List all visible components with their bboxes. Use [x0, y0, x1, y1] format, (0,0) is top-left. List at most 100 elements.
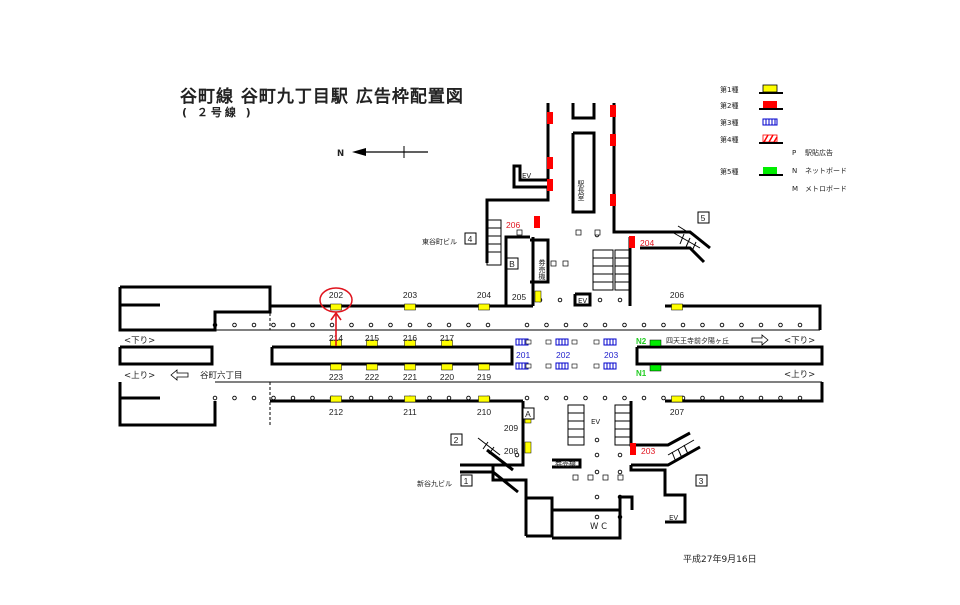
ad-label-217: 217 — [440, 333, 454, 343]
ad-221[interactable] — [404, 363, 416, 371]
pillar — [597, 297, 603, 303]
svg-text:5: 5 — [701, 213, 706, 223]
pillar — [594, 494, 600, 500]
pillar — [594, 514, 600, 520]
ad-label-type2-203: 203 — [641, 446, 655, 456]
ad-212[interactable] — [330, 395, 342, 403]
ad-type2-concourse[interactable] — [547, 157, 553, 169]
pillar — [544, 322, 549, 328]
ad-222[interactable] — [366, 363, 378, 371]
pillar — [212, 322, 218, 328]
direction-down-left: <下り> — [124, 336, 155, 346]
stairs-right-up — [614, 249, 631, 291]
pillar — [368, 395, 374, 401]
ad-label-n1: N1 — [636, 369, 647, 378]
ad-206[interactable] — [671, 303, 683, 311]
pillar — [368, 322, 374, 328]
ad-label-208: 208 — [504, 446, 518, 456]
towards-shitennoji: 四天王寺前夕陽ヶ丘 — [666, 336, 729, 345]
svg-text:2: 2 — [454, 435, 459, 445]
ad-type2-concourse[interactable] — [610, 134, 616, 146]
legend-label-type4: 第4種 — [720, 135, 738, 144]
ad-label-type2-206: 206 — [506, 220, 520, 230]
stairs-exit5 — [671, 225, 705, 252]
pillar — [446, 395, 452, 401]
pillar — [594, 437, 600, 443]
pillar — [349, 322, 354, 328]
ad-223[interactable] — [330, 363, 342, 371]
direction-down-right: <下り> — [784, 336, 815, 346]
ad-type2-concourse[interactable] — [610, 194, 616, 206]
arrow-right-icon — [751, 334, 769, 346]
pillar — [661, 322, 666, 328]
pillar — [797, 322, 803, 328]
ad-207[interactable] — [671, 395, 683, 403]
ad-210[interactable] — [478, 395, 490, 403]
legend-label-type1: 第1種 — [720, 85, 738, 94]
pillar — [617, 452, 623, 458]
ad-205[interactable] — [534, 290, 542, 303]
page-title: 谷町線 谷町九丁目駅 広告枠配置図 — [180, 87, 464, 107]
pillar — [680, 322, 686, 328]
platform-edges — [215, 288, 822, 425]
pillar — [602, 322, 608, 328]
ad-type3-202[interactable] — [555, 338, 569, 346]
legend-code-m: M — [792, 185, 798, 193]
ad-203[interactable] — [404, 303, 416, 311]
pillar — [446, 322, 452, 328]
pillar — [329, 322, 335, 328]
legend-swatch-type2 — [763, 101, 777, 108]
pillar — [617, 297, 623, 303]
pillar — [427, 395, 432, 401]
pillar — [524, 395, 530, 401]
legend-code-p: P — [792, 149, 796, 157]
ad-219[interactable] — [478, 363, 490, 371]
legend: 第1種 第2種 第3種 第4種 P 駅貼広告 第5種 N ネットボード M メト… — [720, 84, 847, 193]
ad-type2-concourse[interactable] — [547, 112, 553, 124]
ad-label-212: 212 — [329, 407, 343, 417]
ad-n2[interactable] — [649, 339, 662, 347]
pillar — [617, 469, 623, 475]
pillar — [758, 322, 764, 328]
pillar — [797, 395, 803, 401]
line-subtitle: ( ２号線 ) — [182, 106, 254, 119]
ad-type3-203[interactable] — [603, 338, 617, 346]
ad-215[interactable] — [366, 339, 378, 347]
ad-label-222: 222 — [365, 372, 379, 382]
ad-220[interactable] — [441, 363, 453, 371]
ad-label-210: 210 — [477, 407, 491, 417]
legend-swatch-type5 — [763, 167, 777, 174]
pillar — [739, 395, 744, 401]
ad-type2-204[interactable] — [629, 236, 635, 248]
ad-n1[interactable] — [649, 364, 662, 372]
ad-216[interactable] — [404, 339, 416, 347]
pillar — [563, 322, 569, 328]
svg-text:A: A — [525, 409, 531, 419]
ad-type2-203[interactable] — [630, 443, 636, 455]
legend-code-m-text: メトロボード — [805, 185, 847, 193]
ad-type3-203[interactable] — [603, 362, 617, 370]
ad-type2-concourse[interactable] — [547, 179, 553, 191]
pillar — [594, 452, 600, 458]
stairs-exit4 — [486, 219, 502, 266]
svg-text:3: 3 — [699, 476, 704, 486]
ad-type2-concourse[interactable] — [610, 105, 616, 117]
direction-up-right: <上り> — [784, 370, 815, 380]
ad-type2-206[interactable] — [534, 216, 540, 228]
legend-swatch-type4 — [759, 134, 783, 144]
ad-217[interactable] — [441, 339, 453, 347]
legend-code-p-text: 駅貼広告 — [805, 148, 833, 157]
ad-204[interactable] — [478, 303, 490, 311]
pillar — [290, 322, 296, 328]
ad-label-223: 223 — [329, 372, 343, 382]
ad-label-219: 219 — [477, 372, 491, 382]
ad-211[interactable] — [404, 395, 416, 403]
ad-208[interactable] — [524, 441, 532, 454]
ad-type3-202[interactable] — [555, 362, 569, 370]
ad-202[interactable] — [330, 303, 342, 311]
exit-B: B — [506, 257, 519, 270]
stairs-right-down — [614, 404, 632, 446]
ad-label-215: 215 — [365, 333, 379, 343]
